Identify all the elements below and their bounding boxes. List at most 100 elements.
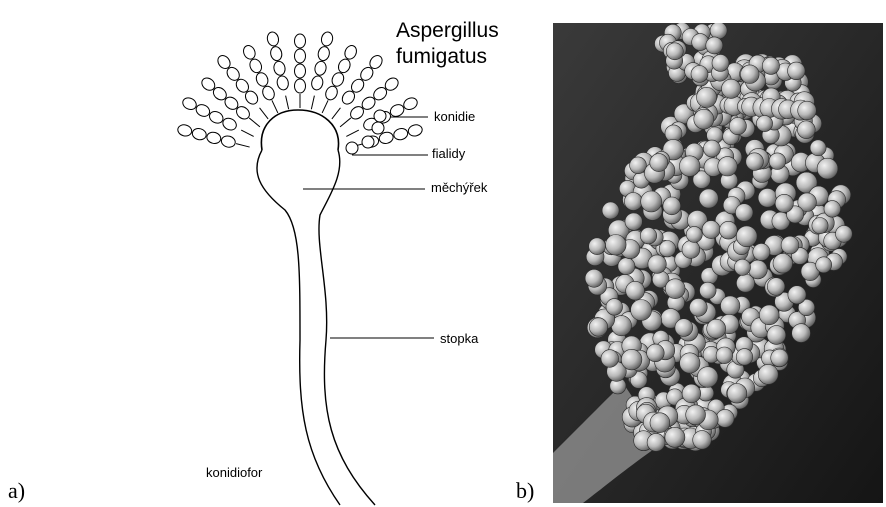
spore (797, 121, 815, 139)
spore (769, 153, 786, 170)
conidium (295, 34, 306, 48)
conidium (310, 75, 324, 91)
spore (771, 349, 789, 367)
spore (812, 218, 828, 234)
spore (775, 194, 793, 212)
spore (816, 257, 832, 273)
conidium (295, 64, 306, 78)
label-fialidy: fialidy (432, 147, 465, 160)
conidium (374, 110, 386, 122)
spore (749, 260, 768, 279)
spore (736, 226, 757, 247)
spore (762, 57, 779, 74)
label-stopka: stopka (440, 332, 478, 345)
spore (735, 204, 753, 222)
phialide (286, 96, 289, 110)
conidium (221, 116, 238, 132)
conidium (208, 109, 225, 125)
panel-label-b: b) (516, 480, 534, 502)
spore (589, 318, 607, 336)
spore (781, 236, 799, 254)
label-konidie: konidie (434, 110, 475, 123)
conidium (295, 79, 306, 93)
conidium (320, 31, 334, 47)
conidium (177, 123, 193, 137)
spore (810, 140, 826, 156)
conidium (276, 75, 290, 91)
spore (647, 344, 665, 362)
spore (718, 157, 737, 176)
spore (788, 62, 806, 80)
conidium (314, 60, 328, 76)
label-konidiofor: konidiofor (206, 466, 262, 479)
spore (707, 319, 726, 338)
conidium (393, 127, 409, 141)
spore (836, 226, 853, 243)
species-name-genus: Aspergillus (396, 20, 499, 41)
spore (679, 156, 700, 177)
conidium (191, 127, 207, 141)
phialide (311, 96, 314, 110)
spore (650, 154, 668, 172)
spore (602, 202, 619, 219)
spore (712, 55, 729, 72)
conidium (388, 102, 405, 118)
label-mechyrek: měchýřek (431, 181, 487, 194)
conidium (248, 57, 264, 74)
conidium (317, 46, 331, 62)
spore (699, 189, 718, 208)
spore (624, 193, 642, 211)
spore (648, 255, 666, 273)
conidium (241, 44, 257, 61)
spore (759, 305, 779, 325)
spore (702, 221, 720, 239)
spore (716, 347, 733, 364)
conidium (254, 71, 270, 88)
spore (589, 238, 606, 255)
spore (700, 282, 717, 299)
spore (686, 226, 702, 242)
spore (625, 213, 642, 230)
spore (630, 157, 647, 174)
spore (621, 349, 642, 370)
phialide (249, 118, 260, 127)
spore (721, 296, 740, 315)
spore (626, 281, 645, 300)
spore (682, 384, 701, 403)
conidium (181, 96, 198, 112)
conidium (266, 31, 280, 47)
spore (756, 115, 772, 131)
spore (817, 158, 838, 179)
phialide (272, 100, 278, 113)
conidium (261, 84, 277, 101)
spore (710, 23, 727, 39)
phialide (260, 108, 269, 119)
spore (640, 228, 656, 244)
phialide (340, 118, 351, 127)
spore (585, 269, 603, 287)
spore (706, 37, 723, 54)
spore (606, 299, 623, 316)
spore (686, 405, 706, 425)
spore (689, 299, 707, 317)
spore (663, 197, 681, 215)
spore (798, 101, 817, 120)
spore (601, 350, 619, 368)
species-name-epithet: fumigatus (396, 46, 487, 67)
spore (631, 300, 652, 321)
spore (650, 413, 670, 433)
spore (792, 324, 811, 343)
spore (727, 384, 747, 404)
phialide (241, 130, 253, 136)
spore (824, 201, 841, 218)
conidium (194, 102, 211, 118)
spore (758, 188, 777, 207)
spore (666, 43, 683, 60)
conidiophore-diagram (0, 0, 540, 507)
conidium (295, 49, 306, 63)
spore (722, 79, 741, 98)
spore (788, 286, 806, 304)
spore (746, 153, 764, 171)
conidium (402, 96, 419, 112)
